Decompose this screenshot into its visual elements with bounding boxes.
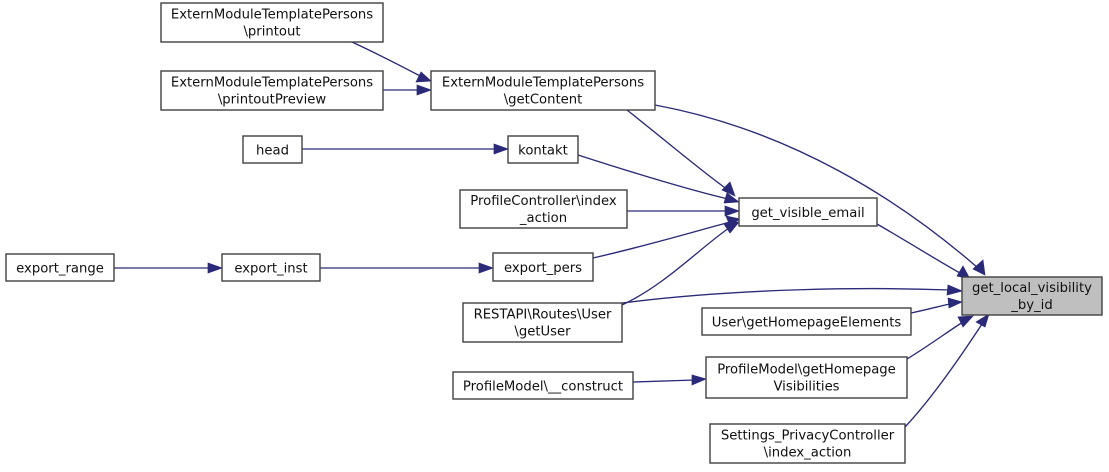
node-profileModelConstruct[interactable]: ProfileModel\__construct <box>452 371 634 400</box>
edge-restapiGetUser-to-getLocalVisibilityById <box>621 284 964 304</box>
node-box[interactable] <box>5 253 115 282</box>
nodes-layer: ExternModuleTemplatePersons\printoutExte… <box>5 2 1103 464</box>
edge-line <box>904 323 983 428</box>
arrowhead-icon <box>946 284 964 296</box>
arrowhead-icon <box>723 192 740 204</box>
edge-getContent-to-getLocalVisibilityById <box>654 104 986 276</box>
edge-getContent-to-getVisibleEmail <box>626 109 736 197</box>
node-box[interactable] <box>459 189 628 229</box>
edge-userGetHomepageElements-to-getLocalVisibilityById <box>910 297 964 314</box>
node-box[interactable] <box>430 70 656 111</box>
node-settingsPrivacyController[interactable]: Settings_PrivacyController\index_action <box>709 423 906 464</box>
edge-line <box>876 223 961 274</box>
arrowhead-icon <box>724 205 741 217</box>
arrowhead-icon <box>721 181 736 197</box>
node-box[interactable] <box>160 2 384 43</box>
edge-exportRange-to-exportInst <box>114 262 224 274</box>
edge-line <box>577 154 729 200</box>
edge-printout-to-getContent <box>351 41 432 83</box>
node-restapiGetUser[interactable]: RESTAPI\Routes\User\getUser <box>462 302 623 343</box>
edge-line <box>632 379 696 383</box>
edge-line <box>621 287 951 304</box>
node-head[interactable]: head <box>242 135 303 164</box>
arrowhead-icon <box>957 315 974 328</box>
arrowhead-icon <box>493 143 510 155</box>
node-box[interactable] <box>701 307 912 336</box>
edge-profileModelGetHomepageVisibilities-to-getLocalVisibilityById <box>906 315 974 360</box>
node-box[interactable] <box>462 302 623 343</box>
node-printout[interactable]: ExternModuleTemplatePersons\printout <box>160 2 384 43</box>
node-box[interactable] <box>492 252 594 282</box>
arrowhead-icon <box>947 297 964 309</box>
node-box[interactable] <box>242 135 303 164</box>
node-box[interactable] <box>160 70 384 111</box>
edge-exportInst-to-exportPers <box>320 262 495 274</box>
node-exportInst[interactable]: export_inst <box>221 253 321 282</box>
node-profileControllerIndex[interactable]: ProfileController\index_action <box>459 189 628 229</box>
edge-restapiGetUser-to-getVisibleEmail <box>621 221 740 306</box>
edge-profileModelConstruct-to-profileModelGetHomepageVisibilities <box>632 374 708 386</box>
arrowhead-icon <box>972 259 986 276</box>
node-exportPers[interactable]: export_pers <box>492 252 594 282</box>
node-box[interactable] <box>452 371 634 400</box>
arrowhead-icon <box>415 71 432 83</box>
edges-layer <box>114 41 990 428</box>
edge-line <box>592 221 731 259</box>
node-getLocalVisibilityById[interactable]: get_local_visibility_by_id <box>961 276 1103 316</box>
arrowhead-icon <box>975 313 990 328</box>
arrowhead-icon <box>478 262 495 274</box>
edge-line <box>906 321 964 360</box>
node-box[interactable] <box>709 423 906 464</box>
arrowhead-icon <box>723 221 740 234</box>
node-getVisibleEmail[interactable]: get_visible_email <box>738 197 878 227</box>
edge-getVisibleEmail-to-getLocalVisibilityById <box>876 223 971 280</box>
arrowhead-icon <box>207 262 224 274</box>
node-getContent[interactable]: ExternModuleTemplatePersons\getContent <box>430 70 656 111</box>
node-kontakt[interactable]: kontakt <box>507 135 579 164</box>
edge-line <box>626 109 729 191</box>
edge-settingsPrivacyController-to-getLocalVisibilityById <box>904 313 990 428</box>
edge-printoutPreview-to-getContent <box>383 84 433 96</box>
node-printoutPreview[interactable]: ExternModuleTemplatePersons\printoutPrev… <box>160 70 384 111</box>
node-box[interactable] <box>221 253 321 282</box>
edge-line <box>351 41 425 79</box>
edge-kontakt-to-getVisibleEmail <box>577 154 740 204</box>
arrowhead-icon <box>691 374 708 386</box>
edge-line <box>910 303 951 314</box>
arrowhead-icon <box>416 84 433 96</box>
edge-line <box>621 227 730 306</box>
edge-profileControllerIndex-to-getVisibleEmail <box>627 205 741 217</box>
node-box[interactable] <box>738 197 878 227</box>
edge-head-to-kontakt <box>302 143 510 155</box>
node-userGetHomepageElements[interactable]: User\getHomepageElements <box>701 307 912 336</box>
node-box[interactable] <box>705 356 908 399</box>
node-box[interactable] <box>961 276 1103 316</box>
edge-line <box>654 104 979 269</box>
node-exportRange[interactable]: export_range <box>5 253 115 282</box>
node-box[interactable] <box>507 135 579 164</box>
